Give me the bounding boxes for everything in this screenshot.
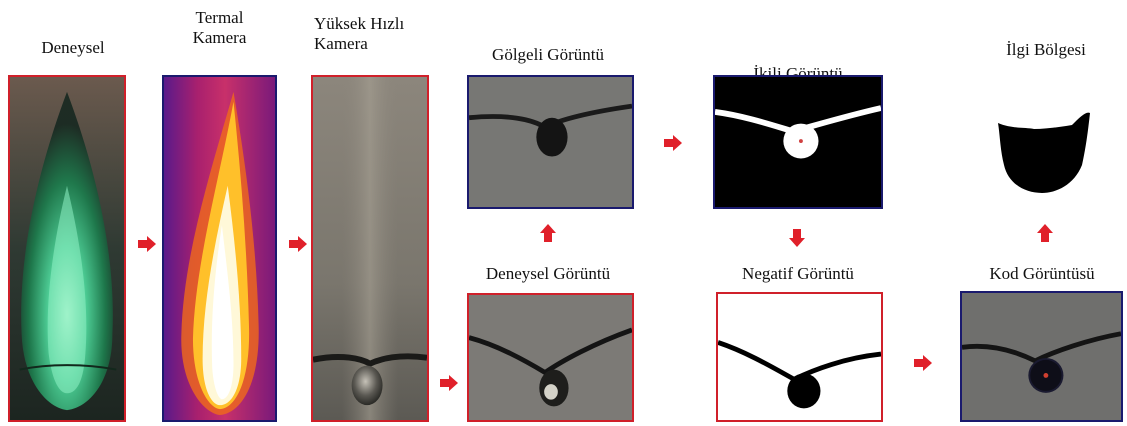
binary-image — [713, 75, 883, 209]
label-termal-line2: Kamera — [162, 28, 277, 48]
arrow-right-icon — [289, 236, 307, 252]
region-of-interest-image — [990, 105, 1100, 195]
arrow-down-icon — [789, 229, 805, 247]
label-yuksek-line1: Yüksek Hızlı — [314, 14, 404, 34]
shaded-image — [467, 75, 634, 209]
arrow-right-icon — [914, 355, 932, 371]
label-termal-line1: Termal — [162, 8, 277, 28]
code-image — [960, 291, 1123, 422]
label-kod-goruntusu: Kod Görüntüsü — [962, 264, 1122, 284]
label-yuksek-line2: Kamera — [314, 34, 404, 54]
label-deneysel-goruntu: Deneysel Görüntü — [462, 264, 634, 284]
thermal-camera-image — [162, 75, 277, 422]
experimental-image — [467, 293, 634, 422]
arrow-up-icon — [540, 224, 556, 242]
label-negatif-goruntu: Negatif Görüntü — [713, 264, 883, 284]
label-deneysel: Deneysel — [18, 38, 128, 58]
high-speed-camera-image — [311, 75, 429, 422]
negative-image — [716, 292, 883, 422]
arrow-right-icon — [138, 236, 156, 252]
label-yuksek-hizli-kamera: Yüksek Hızlı Kamera — [314, 14, 404, 54]
experimental-flame-image — [8, 75, 126, 422]
arrow-right-icon — [664, 135, 682, 151]
label-golgeli-goruntu: Gölgeli Görüntü — [462, 45, 634, 65]
label-ilgi-bolgesi: İlgi Bölgesi — [962, 40, 1127, 60]
arrow-right-icon — [440, 375, 458, 391]
arrow-up-icon — [1037, 224, 1053, 242]
label-termal-kamera: Termal Kamera — [162, 8, 277, 48]
